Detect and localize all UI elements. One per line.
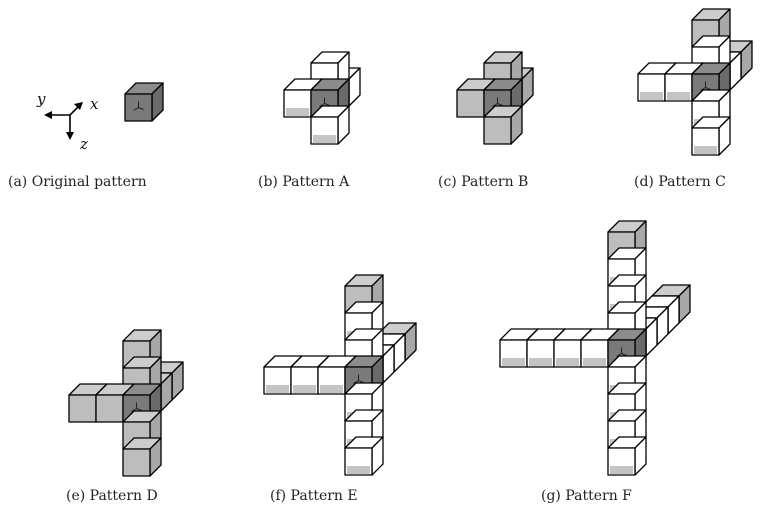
caption-a: (a) Original pattern: [8, 174, 147, 190]
cube-shade: [347, 466, 370, 474]
pattern-c: [456, 51, 534, 145]
cube-gray: [122, 437, 162, 477]
cube-white: [310, 105, 350, 145]
cube-patterns: [68, 8, 753, 477]
cube-shade: [313, 135, 336, 143]
cube-shade: [640, 92, 663, 100]
cube-shade: [694, 146, 717, 154]
cube-shade: [529, 358, 552, 366]
caption-g: (g) Pattern F: [541, 488, 632, 504]
cube-shade: [266, 385, 289, 393]
cube-shade: [286, 108, 309, 116]
caption-d: (d) Pattern C: [634, 174, 726, 190]
cube-front-face: [122, 448, 151, 477]
cube-front-face: [68, 394, 97, 423]
caption-e: (e) Pattern D: [66, 488, 158, 504]
cube-shade: [610, 466, 633, 474]
x-axis-label: x: [90, 95, 99, 113]
cube-shade: [320, 385, 343, 393]
axes-indicator: y x z: [36, 90, 99, 153]
hidden-corner-marker: [616, 347, 627, 357]
hidden-corner-marker: [133, 101, 144, 111]
cube-center: [124, 82, 164, 122]
pattern-d: [637, 8, 753, 156]
y-arrowhead-icon: [44, 111, 52, 119]
pattern-f: [263, 274, 417, 476]
cube-front-face: [483, 116, 512, 145]
cube-gray: [483, 105, 523, 145]
cube-shade: [667, 92, 690, 100]
caption-c: (c) Pattern B: [438, 174, 528, 190]
pattern-b: [283, 51, 361, 145]
hidden-corner-marker: [492, 97, 503, 107]
cube-white: [691, 116, 731, 156]
x-arrowhead-icon: [74, 102, 83, 110]
z-axis-label: z: [79, 135, 88, 153]
cube-front-face: [456, 89, 485, 118]
cube-shade: [502, 358, 525, 366]
cube-shade: [556, 358, 579, 366]
y-axis-label: y: [36, 90, 46, 108]
hidden-corner-marker: [319, 97, 330, 107]
cube-shade: [583, 358, 606, 366]
captions: (a) Original pattern (b) Pattern A (c) P…: [8, 174, 726, 504]
hidden-corner-marker: [353, 374, 364, 384]
hidden-corner-marker: [700, 81, 711, 91]
pattern-a: [124, 82, 164, 122]
caption-f: (f) Pattern E: [270, 488, 358, 504]
pattern-g: [499, 220, 691, 476]
cube-white: [344, 436, 384, 476]
z-arrowhead-icon: [66, 132, 74, 140]
cube-shade: [293, 385, 316, 393]
cube-white: [607, 436, 647, 476]
cube-front-face: [95, 394, 124, 423]
pattern-e: [68, 329, 184, 477]
hidden-corner-marker: [131, 402, 142, 412]
caption-b: (b) Pattern A: [258, 174, 350, 190]
